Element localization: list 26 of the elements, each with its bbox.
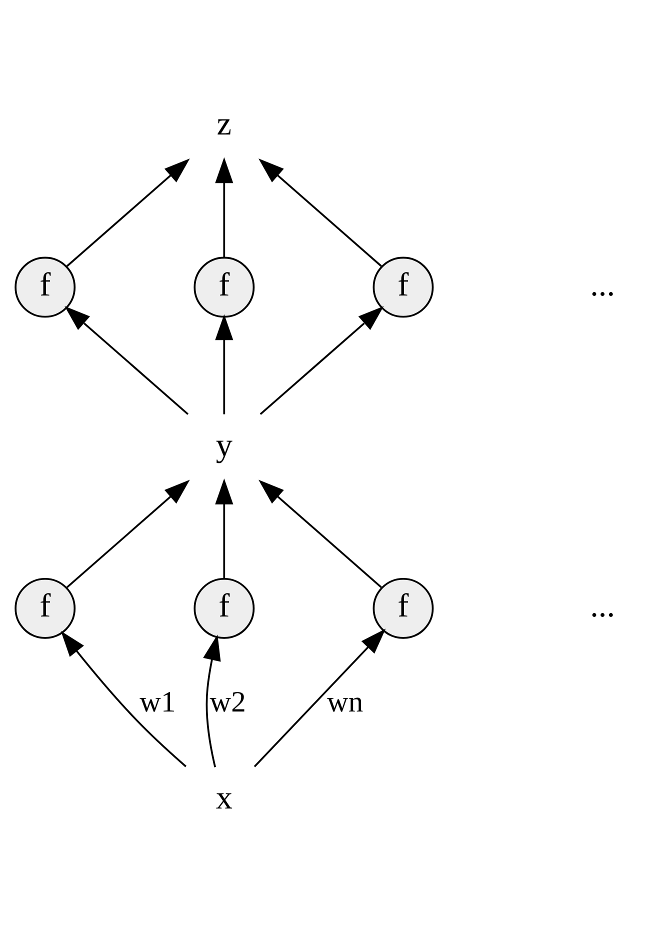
node-circle: f bbox=[194, 256, 255, 318]
node-text: x bbox=[216, 780, 232, 817]
arrow bbox=[215, 314, 234, 414]
label: ... bbox=[590, 588, 616, 625]
arrow bbox=[258, 480, 382, 588]
edge-label: w1 bbox=[140, 686, 176, 718]
arrow bbox=[258, 158, 382, 267]
arrow bbox=[60, 630, 186, 768]
arrow bbox=[215, 157, 234, 258]
arrow bbox=[215, 478, 234, 578]
node-circle: f bbox=[372, 578, 434, 639]
node-circle: f bbox=[14, 256, 76, 318]
arrow bbox=[66, 480, 190, 588]
edge-label: wn bbox=[327, 686, 364, 718]
node-circle: f bbox=[194, 578, 255, 639]
arrow bbox=[254, 628, 386, 768]
node-text: y bbox=[216, 426, 232, 464]
node-circle: f bbox=[372, 256, 434, 318]
arrow bbox=[64, 306, 189, 415]
node-text: z bbox=[216, 106, 232, 143]
label: ... bbox=[590, 266, 616, 304]
edge-label: w2 bbox=[210, 686, 246, 718]
arrow bbox=[203, 634, 221, 768]
arrow bbox=[66, 158, 190, 267]
arrow bbox=[260, 306, 384, 415]
node-circle: f bbox=[14, 578, 76, 639]
